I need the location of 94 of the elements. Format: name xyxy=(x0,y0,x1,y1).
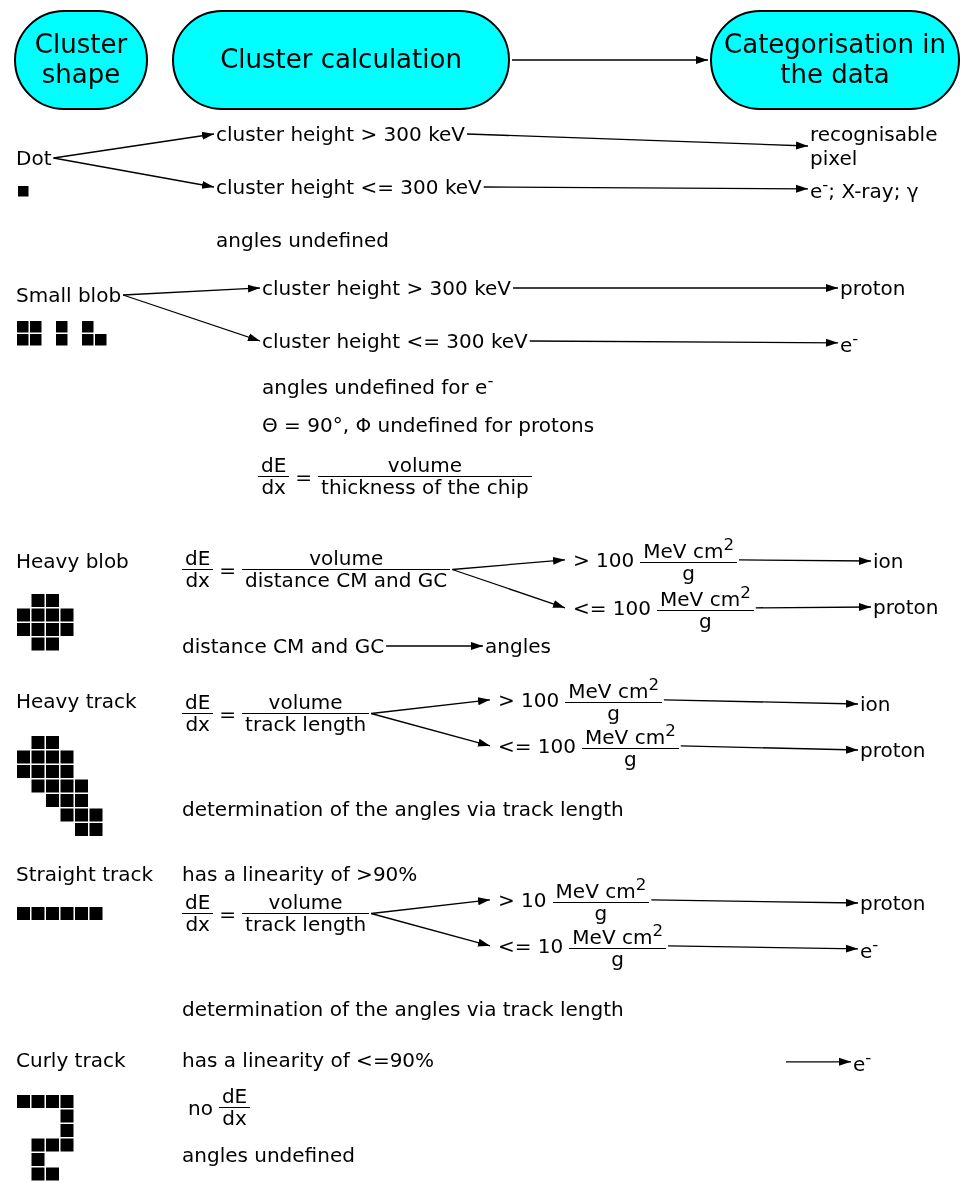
equals-sign: = xyxy=(295,464,313,489)
fraction-numerator: volume xyxy=(242,548,451,570)
fraction-denominator: dx xyxy=(221,1108,248,1129)
arrow xyxy=(466,133,809,150)
text-label: ion xyxy=(873,549,904,573)
fraction-denominator: thickness of the chip xyxy=(320,477,530,498)
text-label: e$^{-}$; X-ray; γ xyxy=(810,175,919,203)
fraction-denominator: g xyxy=(610,948,625,970)
fraction-denominator: track length xyxy=(244,714,368,735)
fraction-numerator: MeV cm$^{2}$ xyxy=(552,876,650,903)
note-text: has a linearity of >90% xyxy=(182,862,418,886)
note-text: angles undefined xyxy=(216,228,389,252)
arrow xyxy=(529,338,839,347)
arrow xyxy=(385,642,484,650)
fraction-numerator: volume xyxy=(242,892,370,914)
arrow xyxy=(785,1057,852,1066)
text-label: cluster height <= 300 keV xyxy=(216,175,482,199)
fraction-denominator: distance CM and GC xyxy=(244,570,449,591)
note-text: has a linearity of <=90% xyxy=(182,1048,435,1072)
text-label: proton xyxy=(860,738,926,762)
text-label: proton xyxy=(860,891,926,915)
text-label: Small blob xyxy=(16,283,122,307)
arrow xyxy=(511,56,709,64)
condition-text: > 100 xyxy=(573,547,635,572)
text-label: Straight track xyxy=(16,862,154,886)
arrow xyxy=(650,898,859,907)
fraction-numerator: MeV cm$^{2}$ xyxy=(640,536,737,563)
condition-text: > 10 xyxy=(498,887,547,912)
note-text: angles undefined xyxy=(182,1143,355,1167)
fraction-denominator: g xyxy=(593,902,609,924)
fraction-denominator: track length xyxy=(244,914,368,935)
arrow xyxy=(663,699,859,708)
equals-sign: = xyxy=(219,901,237,926)
condition-text: <= 10 xyxy=(498,933,564,958)
fraction-numerator: dE xyxy=(182,892,214,914)
note-text: determination of the angles via track length xyxy=(182,997,624,1021)
arrow xyxy=(122,284,261,296)
text-label: e$^{-}$ xyxy=(840,329,859,357)
text-label: recognisable pixel xyxy=(810,122,960,170)
arrow xyxy=(122,294,261,342)
category-header: Categorisation in the data xyxy=(710,10,960,110)
fraction-numerator: dE xyxy=(258,455,290,477)
arrow xyxy=(451,556,566,571)
equals-sign: = xyxy=(219,557,237,582)
text-label: cluster height <= 300 keV xyxy=(262,329,528,353)
arrow xyxy=(370,712,491,747)
fraction-denominator: dx xyxy=(184,714,211,735)
equals-sign: = xyxy=(219,701,237,726)
arrow xyxy=(52,157,215,189)
text-label: Dot xyxy=(16,146,52,170)
text-label: angles xyxy=(485,634,551,658)
arrow xyxy=(512,284,839,292)
condition-text: no xyxy=(188,1095,213,1120)
fraction-numerator: dE xyxy=(182,548,214,570)
fraction-numerator: volume xyxy=(242,692,370,714)
text-label: ion xyxy=(860,692,891,716)
arrow xyxy=(755,603,872,612)
fraction-denominator: dx xyxy=(184,914,211,935)
arrow xyxy=(738,556,872,565)
fraction-numerator: MeV cm$^{2}$ xyxy=(565,676,662,703)
text-label: Curly track xyxy=(16,1048,126,1072)
text-label: cluster height > 300 keV xyxy=(262,276,511,300)
text-label: e$^{-}$ xyxy=(853,1048,872,1076)
arrow xyxy=(370,912,491,947)
condition-text: <= 100 xyxy=(498,733,577,758)
fraction-denominator: dx xyxy=(184,570,211,591)
text-label: distance CM and GC xyxy=(182,634,385,658)
condition-text: > 100 xyxy=(498,687,560,712)
condition-text: <= 100 xyxy=(573,595,652,620)
text-label: Heavy track xyxy=(16,689,137,713)
text-label: e$^{-}$ xyxy=(860,935,879,963)
arrow xyxy=(483,184,809,193)
arrow xyxy=(667,944,859,953)
arrow xyxy=(680,745,859,754)
note-text: determination of the angles via track length xyxy=(182,797,624,821)
fraction-denominator: g xyxy=(606,702,621,724)
category-header: Cluster calculation xyxy=(172,10,510,110)
fraction-denominator: g xyxy=(623,748,638,770)
category-header: Cluster shape xyxy=(14,10,148,110)
fraction-denominator: g xyxy=(681,562,696,584)
note-text: Θ = 90°, Φ undefined for protons xyxy=(262,413,595,437)
text-label: proton xyxy=(840,276,906,300)
fraction-numerator: dE xyxy=(182,692,214,714)
arrow xyxy=(52,131,215,159)
text-label: Heavy blob xyxy=(16,549,129,573)
fraction-numerator: volume xyxy=(318,455,532,477)
text-label: cluster height > 300 keV xyxy=(216,122,465,146)
fraction-denominator: g xyxy=(698,610,713,632)
arrow xyxy=(451,568,566,609)
note-text: angles undefined for e$^{-}$ xyxy=(262,371,494,399)
text-label: proton xyxy=(873,595,939,619)
fraction-numerator: MeV cm$^{2}$ xyxy=(657,584,754,611)
fraction-denominator: dx xyxy=(260,477,287,498)
fraction-numerator: dE xyxy=(218,1086,251,1108)
